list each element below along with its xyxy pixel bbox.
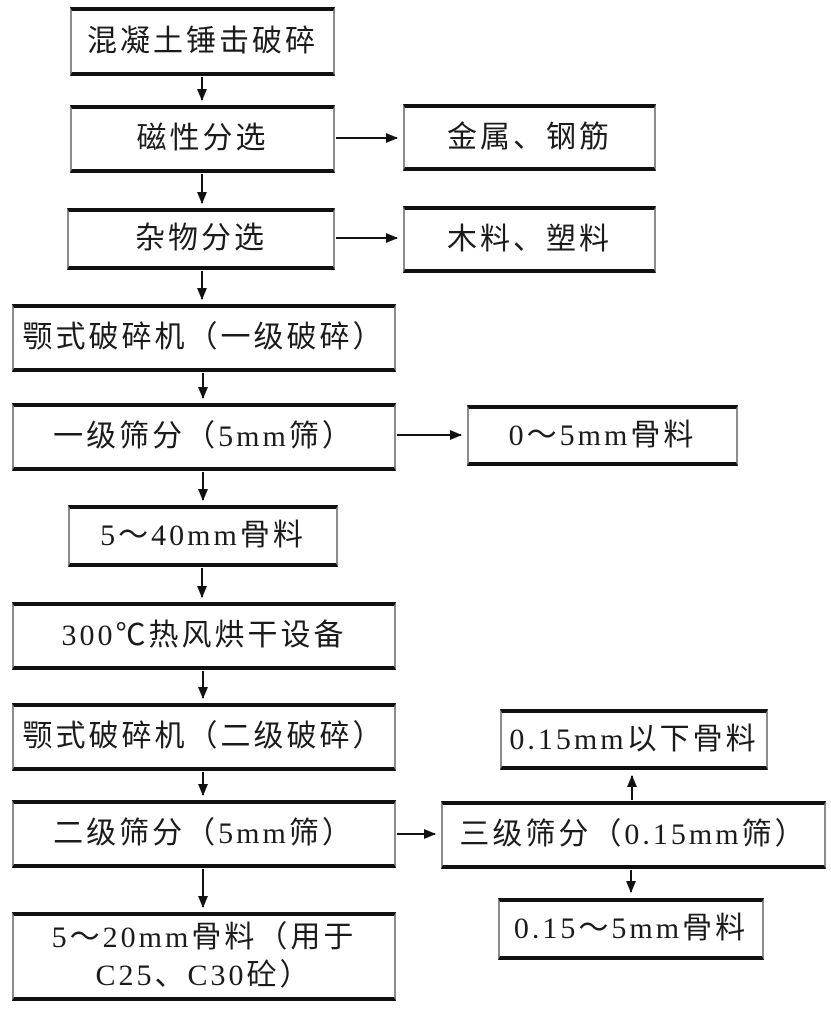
node-label: 颚式破碎机（一级破碎） xyxy=(22,321,386,355)
node-metal-rebar: 金属、钢筋 xyxy=(403,104,656,171)
node-secondary-screening: 二级筛分（5mm筛） xyxy=(12,800,396,868)
node-wood-plastic: 木料、塑料 xyxy=(403,206,656,273)
node-magnetic-separation: 磁性分选 xyxy=(70,105,335,173)
node-label: 一级筛分（5mm筛） xyxy=(53,420,355,454)
node-aggregate-5-40mm: 5～40mm骨料 xyxy=(68,505,338,567)
node-label: 混凝土锤击破碎 xyxy=(87,24,318,58)
node-label: 三级筛分（0.15mm筛） xyxy=(459,818,808,852)
node-aggregate-5-20mm: 5～20mm骨料（用于 C25、C30砼） xyxy=(12,912,396,1001)
node-label: 杂物分选 xyxy=(135,222,267,256)
node-label-line2: C25、C30砼） xyxy=(95,958,313,992)
node-label: 金属、钢筋 xyxy=(447,120,612,154)
node-label: 磁性分选 xyxy=(136,122,269,156)
node-label-line1: 5～20mm骨料（用于 xyxy=(51,921,357,954)
node-label: 300℃热风烘干设备 xyxy=(61,619,347,653)
node-jaw-crusher-secondary: 颚式破碎机（二级破碎） xyxy=(12,703,396,771)
node-aggregate-0-5mm: 0～5mm骨料 xyxy=(467,405,738,466)
node-label: 颚式破碎机（二级破碎） xyxy=(22,720,386,754)
node-jaw-crusher-primary: 颚式破碎机（一级破碎） xyxy=(12,304,396,372)
node-label: 5～40mm骨料 xyxy=(100,519,306,553)
node-aggregate-below-015mm: 0.15mm以下骨料 xyxy=(500,709,768,770)
node-tertiary-screening: 三级筛分（0.15mm筛） xyxy=(441,801,826,869)
node-label: 木料、塑料 xyxy=(447,222,612,256)
node-concrete-hammer-crushing: 混凝土锤击破碎 xyxy=(70,7,335,76)
node-aggregate-015-5mm: 0.15～5mm骨料 xyxy=(498,898,764,960)
node-primary-screening: 一级筛分（5mm筛） xyxy=(12,403,396,471)
node-hot-air-drying: 300℃热风烘干设备 xyxy=(12,602,396,670)
node-label: 0.15mm以下骨料 xyxy=(509,722,759,756)
node-label: 0～5mm骨料 xyxy=(508,418,697,452)
node-label: 二级筛分（5mm筛） xyxy=(53,817,355,851)
node-label: 0.15～5mm骨料 xyxy=(513,912,749,946)
node-debris-separation: 杂物分选 xyxy=(67,208,335,270)
